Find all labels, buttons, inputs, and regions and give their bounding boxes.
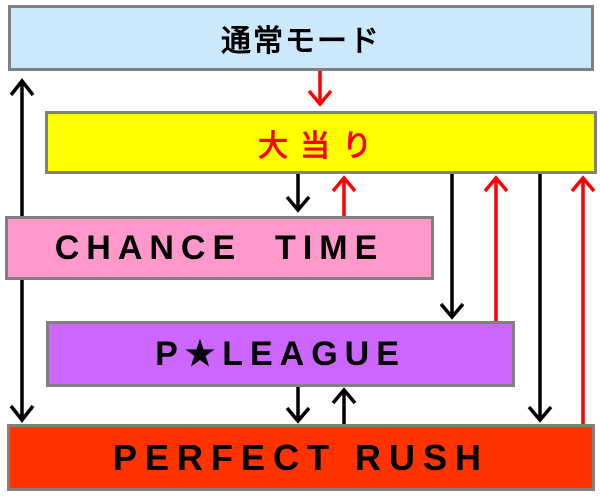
arrow-jackpot-to-pleague xyxy=(439,174,465,320)
arrow-pleague-to-rush xyxy=(285,387,311,424)
arrow-chance-to-jackpot xyxy=(331,175,357,216)
node-normal-mode: 通常モード xyxy=(8,5,594,71)
arrow-rush-to-pleague xyxy=(331,387,357,424)
arrow-jackpot-to-rush xyxy=(527,174,553,423)
arrow-chance-to-normal xyxy=(9,78,35,216)
node-label: CHANCE TIME xyxy=(54,228,385,267)
arrow-jackpot-to-chance xyxy=(285,174,311,213)
arrow-pleague-to-jackpot xyxy=(483,175,509,321)
node-jackpot: 大当り xyxy=(45,111,597,174)
node-label: P★LEAGUE xyxy=(155,335,406,373)
node-perfect-rush: PERFECT RUSH xyxy=(7,424,595,491)
node-chance-time: CHANCE TIME xyxy=(5,216,434,280)
arrow-normal-to-jackpot xyxy=(307,71,333,107)
arrow-rush-to-jackpot xyxy=(570,175,596,424)
node-label: 大当り xyxy=(258,128,384,164)
node-p-league: P★LEAGUE xyxy=(46,321,515,387)
arrow-chance-to-rush xyxy=(9,280,35,423)
node-label: PERFECT RUSH xyxy=(112,436,490,478)
node-label: 通常モード xyxy=(221,24,381,59)
